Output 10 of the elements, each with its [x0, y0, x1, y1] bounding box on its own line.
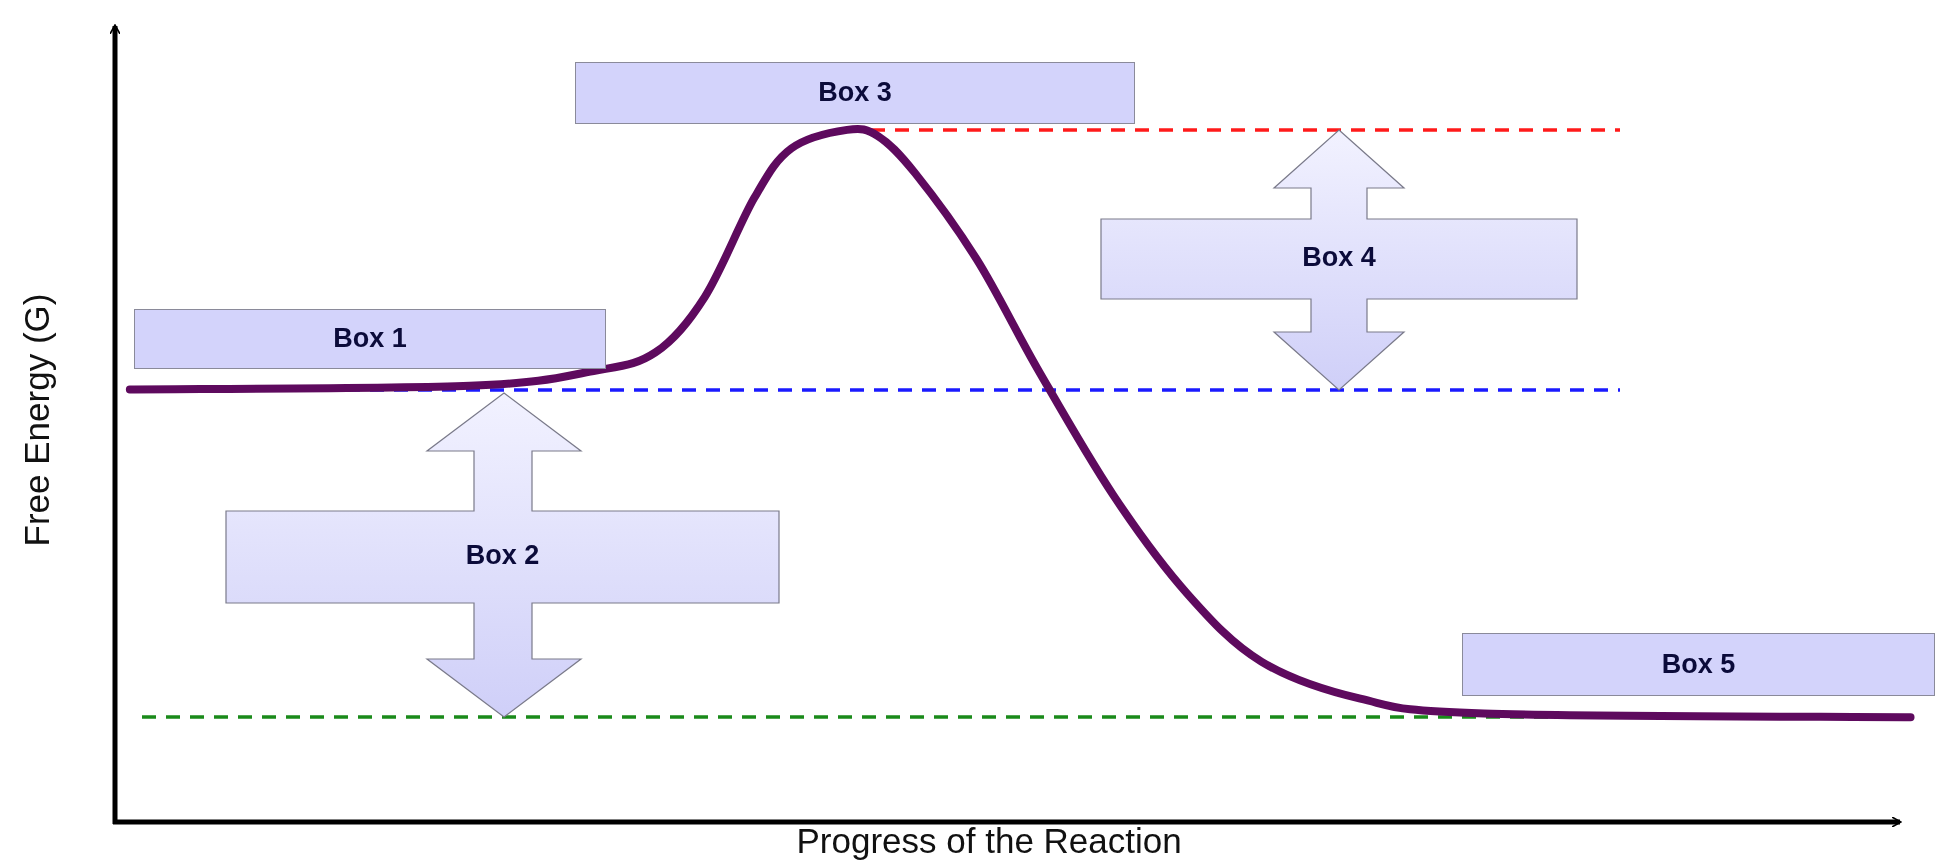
x-axis-title: Progress of the Reaction: [796, 821, 1182, 861]
box-label: Box 2: [464, 540, 541, 571]
box-label: Box 5: [1660, 648, 1737, 680]
box-label: Box 1: [332, 323, 408, 354]
label-box: [1462, 633, 1935, 696]
box-label: Box 4: [1301, 242, 1377, 273]
box-label: Box 3: [817, 77, 893, 108]
label-box: [575, 62, 1135, 124]
label-box: [134, 309, 606, 369]
y-axis-title: Free Energy (G): [16, 293, 57, 547]
